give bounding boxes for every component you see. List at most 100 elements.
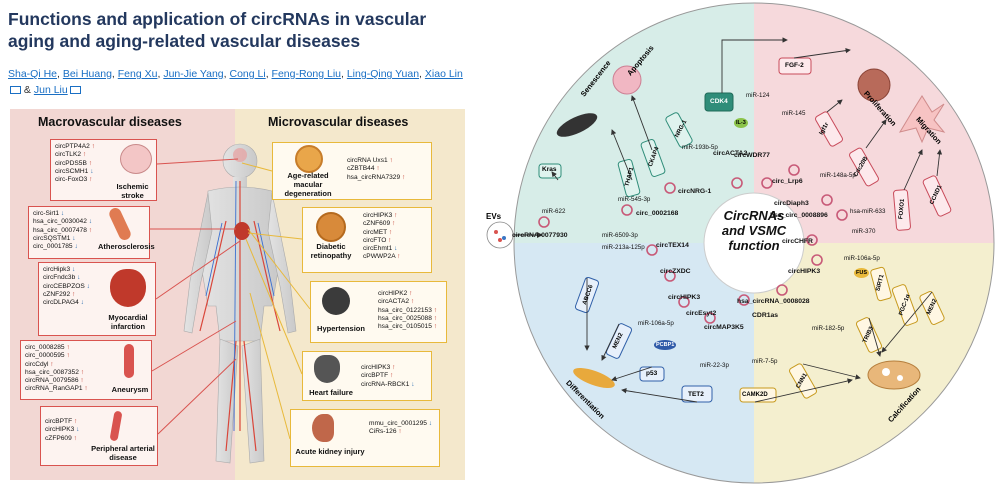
gene-name: circSQSTM1 bbox=[33, 234, 71, 242]
up-arrow-icon: ↑ bbox=[73, 418, 78, 425]
target-camk2d: CAMK2D bbox=[742, 392, 768, 398]
author-link[interactable]: Bei Huang bbox=[62, 68, 112, 80]
gene-name: hsa_circ_0122153 bbox=[378, 306, 432, 314]
up-arrow-icon: ↑ bbox=[410, 298, 415, 306]
proliferation-cell-icon bbox=[857, 68, 891, 102]
disease-box-aneurysm: circ_0008285 ↑ circ_0000595 ↑ circCdyl ↑… bbox=[20, 340, 152, 400]
gene-name: hsa_circ_0030042 bbox=[33, 218, 87, 226]
gene-name: circFndc3b bbox=[43, 274, 76, 282]
vsmc-function-diagram: CircRNAs and VSMC function EVs Senescenc… bbox=[482, 0, 1000, 486]
gene-name: circ_0008285 bbox=[25, 344, 65, 351]
author-link[interactable]: Jun Liu bbox=[33, 84, 68, 96]
gene-name: circEhmt1 bbox=[363, 245, 393, 253]
disease-label: Atherosclerosis bbox=[98, 242, 155, 251]
up-arrow-icon: ↑ bbox=[394, 212, 398, 219]
center-title-line3: function bbox=[728, 238, 780, 253]
disease-label: Aneurysm bbox=[111, 385, 149, 394]
gene-name: circRNA_RanGAP1 bbox=[25, 385, 83, 393]
gene-name: circHIPK2 bbox=[378, 290, 408, 297]
gene-name: circHipk3 bbox=[43, 266, 71, 273]
mirna-label: miR-545-3p bbox=[618, 196, 651, 203]
gene-name: cPWWP2A bbox=[363, 253, 396, 261]
author-link[interactable]: Xiao Lin bbox=[424, 68, 463, 80]
circrna-label: circMAP3K5 bbox=[704, 324, 744, 331]
gene-name: circBPTF bbox=[45, 418, 73, 425]
center-title-line1: CircRNAs bbox=[723, 208, 785, 223]
evs-label: EVs bbox=[486, 212, 502, 221]
up-arrow-icon: ↑ bbox=[392, 364, 396, 371]
center-title-line2: and VSMC bbox=[721, 223, 787, 238]
gene-name: circTLK2 bbox=[55, 151, 82, 159]
down-arrow-icon: ↓ bbox=[88, 218, 93, 226]
gene-name: CiRs-126 bbox=[369, 428, 397, 436]
mirna-label: miR-22-3p bbox=[700, 362, 729, 369]
eye-icon bbox=[295, 145, 323, 173]
circrna-label: circ_0002168 bbox=[636, 210, 679, 217]
mirna-label: hsa-miR-633 bbox=[850, 208, 886, 215]
target-kras: Kras bbox=[542, 166, 557, 173]
gene-name: circPDS5B bbox=[55, 159, 87, 167]
gene-name: circ_0000595 bbox=[25, 352, 65, 360]
gene-name: hsa_circ_0025088 bbox=[378, 314, 432, 322]
up-arrow-icon: ↑ bbox=[433, 314, 438, 322]
up-arrow-icon: ↑ bbox=[409, 290, 413, 297]
up-arrow-icon: ↑ bbox=[80, 377, 84, 385]
circrna-label: circACTA2 bbox=[713, 150, 748, 157]
author-link[interactable]: Sha-Qi He bbox=[8, 68, 58, 80]
up-arrow-icon: ↑ bbox=[91, 143, 95, 150]
gene-name: circBPTF bbox=[361, 372, 389, 380]
disease-label: Diabetic retinopathy bbox=[310, 242, 352, 260]
target-il3: IL-3 bbox=[734, 118, 748, 128]
author-list: Sha-Qi He, Bei Huang, Feng Xu, Jun-Jie Y… bbox=[8, 68, 463, 96]
up-arrow-icon: ↑ bbox=[391, 220, 396, 228]
circrna-label: circCHFR bbox=[782, 238, 813, 245]
mirna-label: miR-124 bbox=[746, 92, 770, 99]
envelope-icon[interactable] bbox=[69, 86, 81, 95]
brain-icon bbox=[120, 144, 152, 174]
circrna-label: circWDR77 bbox=[734, 152, 770, 159]
author-link[interactable]: Ling-Qing Yuan bbox=[346, 68, 420, 80]
envelope-icon[interactable] bbox=[10, 86, 21, 95]
up-arrow-icon: ↑ bbox=[66, 344, 70, 351]
senescence-cell-icon bbox=[556, 113, 598, 137]
author-link[interactable]: Jun-Jie Yang bbox=[163, 68, 224, 80]
mirna-label: miR-193b-5p bbox=[682, 144, 718, 151]
circular-diagram-svg bbox=[486, 2, 995, 484]
gene-name: circHIPK3 bbox=[361, 364, 391, 371]
target-p53: p53 bbox=[646, 370, 658, 377]
mirna-label: miR-622 bbox=[542, 208, 566, 215]
circrna-label: hsa_circ_0008896 bbox=[770, 212, 828, 219]
down-arrow-icon: ↓ bbox=[428, 420, 433, 427]
author-link[interactable]: Cong Li bbox=[229, 68, 266, 80]
down-arrow-icon: ↓ bbox=[394, 245, 398, 253]
down-arrow-icon: ↓ bbox=[77, 274, 81, 282]
up-arrow-icon: ↑ bbox=[376, 165, 380, 173]
up-arrow-icon: ↑ bbox=[402, 173, 406, 181]
connector-lines bbox=[150, 158, 311, 440]
target-fus: FUS bbox=[854, 268, 869, 278]
kidney-icon bbox=[312, 414, 334, 442]
author-link[interactable]: Feng-Rong Liu bbox=[271, 68, 341, 80]
mirna-label: miR-145 bbox=[782, 110, 806, 117]
disease-label: Heart failure bbox=[309, 388, 353, 397]
gene-name: circCEBPZOS bbox=[43, 282, 85, 290]
gene-name: cZBTB44 bbox=[347, 165, 375, 173]
paper-title: Functions and application of circRNAs in… bbox=[8, 9, 427, 51]
up-arrow-icon: ↑ bbox=[50, 360, 54, 368]
gene-name: hsa_circ_0087352 bbox=[25, 368, 79, 376]
down-arrow-icon: ↓ bbox=[74, 243, 78, 251]
target-pcbp1: PCBP1 bbox=[654, 340, 677, 350]
gene-name: circACTA2 bbox=[378, 298, 410, 306]
up-arrow-icon: ↑ bbox=[398, 428, 402, 436]
gene-name: circ-FoxO3 bbox=[55, 176, 88, 184]
gene-name: circHIPK3 bbox=[45, 426, 75, 434]
mirna-label: miR-182-5p bbox=[812, 325, 845, 332]
disease-label: Ischemic stroke bbox=[116, 182, 149, 200]
circrna-label: hsa_circRNA_0008028 bbox=[737, 298, 810, 305]
author-link[interactable]: Feng Xu bbox=[117, 68, 158, 80]
down-arrow-icon: ↓ bbox=[76, 426, 80, 434]
mirna-label: miR-370 bbox=[852, 228, 876, 235]
retina-icon bbox=[316, 212, 346, 242]
target-tet2: TET2 bbox=[688, 391, 704, 398]
aorta-icon bbox=[124, 344, 134, 378]
